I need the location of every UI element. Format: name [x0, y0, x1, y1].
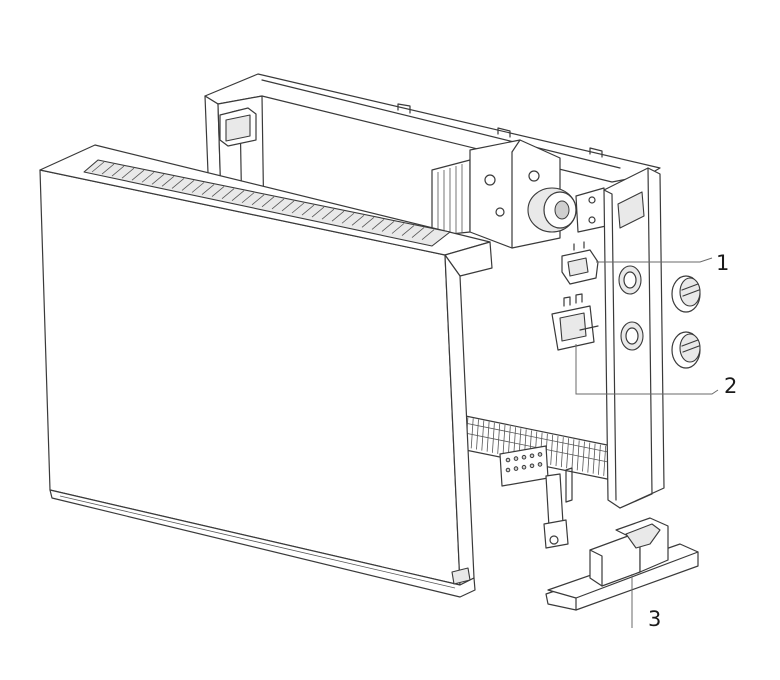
grille-slat [341, 212, 355, 224]
grille-slat [201, 184, 215, 195]
selector-switch [561, 241, 599, 285]
grille-slat [161, 176, 175, 187]
grille-slat [241, 192, 255, 204]
grille-slat [191, 182, 205, 193]
side-control-panel [603, 167, 665, 509]
heating-fin [486, 421, 490, 452]
grille-slat [301, 204, 315, 216]
grille-slat [401, 225, 415, 236]
grille-slat [171, 178, 185, 189]
grille-slat [101, 163, 115, 175]
fan-motor-assembly [431, 139, 607, 249]
terminal-hole [521, 454, 527, 460]
air-outlet-grille [83, 159, 451, 247]
control-knob-upper [671, 275, 701, 313]
heating-fin [555, 435, 559, 467]
heating-fin [587, 442, 591, 473]
terminal-hole [521, 464, 527, 470]
heating-fin [492, 422, 495, 453]
grille-slat [381, 221, 395, 232]
heating-fin [470, 418, 474, 449]
terminal-hole [529, 463, 535, 469]
wall-mount-bracket [219, 107, 257, 147]
heating-fin [576, 440, 580, 471]
grille-slat [391, 223, 405, 234]
grille-slat [411, 227, 425, 238]
heating-fin [476, 419, 479, 450]
terminal-hole [537, 462, 543, 467]
terminal-block [499, 445, 573, 549]
heating-fin [571, 439, 575, 470]
grille-slat [131, 169, 145, 181]
grille-slat [261, 196, 275, 208]
heating-fin [598, 444, 601, 475]
grille-slat [91, 161, 105, 173]
heating-fin [560, 437, 564, 468]
grille-slat [141, 171, 155, 183]
heating-fin [582, 441, 585, 472]
front-cover [39, 144, 493, 598]
grille-slat [121, 167, 135, 179]
terminal-hole [529, 453, 535, 459]
grille-slat [181, 180, 195, 191]
grille-slat [311, 206, 325, 218]
thermostat [551, 293, 599, 351]
heating-fin [550, 434, 554, 465]
heating-fin [603, 445, 607, 476]
grille-slat [151, 173, 165, 185]
grille-slat [351, 214, 365, 226]
grille-slat [271, 198, 285, 210]
grille-slat [291, 202, 305, 214]
leader-line-1 [596, 257, 713, 263]
callout-3: 3 [648, 607, 661, 631]
grille-slat [281, 200, 295, 212]
heating-fin [507, 426, 511, 457]
grille-slat [361, 217, 375, 228]
floor-stand [545, 517, 699, 611]
grille-slat [211, 186, 225, 197]
grille-slat [371, 219, 385, 230]
heating-fin [481, 420, 485, 451]
heating-fin [497, 423, 501, 454]
grille-slat [231, 190, 245, 202]
terminal-hole [537, 452, 543, 457]
grille-slat [321, 208, 335, 220]
grille-slat [331, 210, 345, 222]
terminal-hole [513, 466, 519, 471]
terminal-hole [513, 456, 519, 461]
grille-slat [251, 194, 265, 206]
heating-fin [566, 438, 569, 469]
callout-1: 1 [716, 251, 729, 275]
terminal-hole [505, 467, 511, 473]
heating-fin [502, 424, 506, 456]
callout-2: 2 [724, 374, 737, 398]
control-knob-lower [671, 331, 701, 369]
grille-slat [221, 188, 235, 199]
grille-slat [111, 165, 125, 177]
leader-lines [575, 257, 719, 628]
terminal-hole [505, 457, 511, 463]
heating-fin [592, 443, 596, 474]
grille-slat [421, 229, 435, 240]
leader-line-2 [575, 344, 719, 395]
